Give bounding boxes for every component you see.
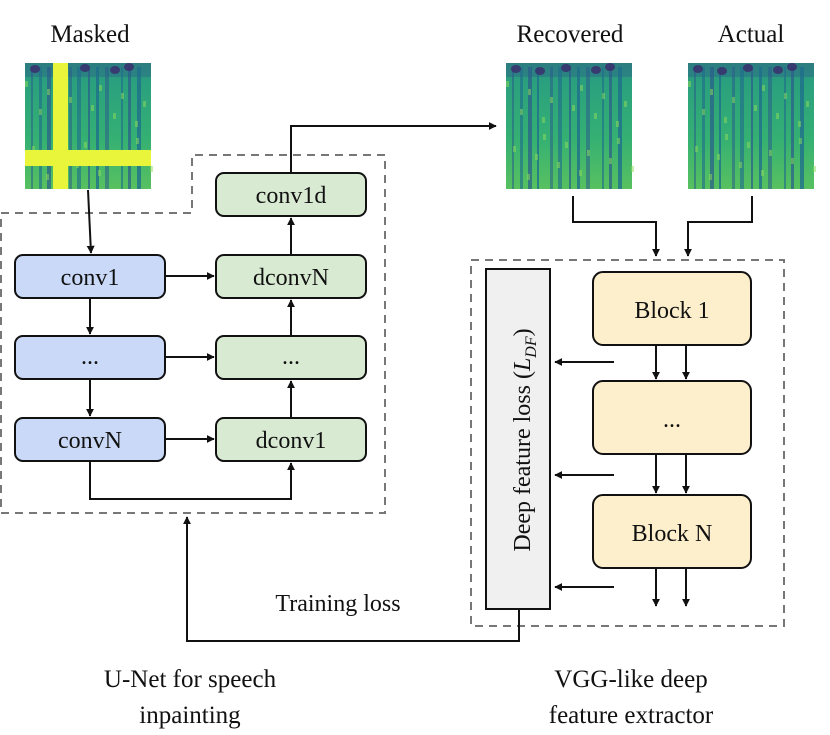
unet-caption-line1: U-Net for speech — [104, 666, 277, 693]
training-loss-label: Training loss — [275, 591, 400, 617]
unet-boundary — [0, 154, 386, 514]
actual-spectrogram — [688, 63, 816, 189]
output-block-conv1d: conv1d — [215, 172, 367, 217]
encoder-block-middle: ... — [14, 335, 166, 380]
vgg-arrows — [554, 345, 690, 607]
deep-feature-loss-box: Deep feature loss (LDF) — [485, 268, 551, 610]
decoder-label: ... — [282, 344, 300, 370]
recovered-label: Recovered — [517, 21, 624, 48]
encoder-label: ... — [81, 344, 99, 370]
decoder-label: dconvN — [253, 265, 329, 291]
masked-spectrogram — [25, 63, 153, 189]
training-loss-arrow — [183, 516, 520, 642]
decoder-block-dconvN: dconvN — [215, 254, 367, 299]
deep-feature-loss-label: Deep feature loss (LDF) — [510, 328, 540, 551]
output-label: conv1d — [256, 183, 327, 209]
unet-caption-line2: inpainting — [139, 702, 241, 729]
vgg-boundary — [470, 259, 785, 627]
vgg-block-label: ... — [663, 407, 681, 433]
encoder-block-convN: convN — [14, 417, 166, 462]
encoder-block-conv1: conv1 — [14, 254, 166, 299]
vgg-input-arrows — [572, 196, 753, 257]
encoder-label: convN — [58, 428, 122, 454]
vgg-block-1: Block 1 — [592, 271, 752, 346]
vgg-block-label: Block 1 — [634, 298, 709, 324]
masked-label: Masked — [50, 21, 130, 48]
recovered-spectrogram — [506, 63, 634, 189]
actual-label: Actual — [718, 21, 785, 48]
vgg-caption-line1: VGG-like deep — [554, 666, 707, 693]
decoder-block-middle: ... — [215, 335, 367, 380]
vgg-block-label: Block N — [632, 521, 713, 547]
vgg-block-middle: ... — [592, 380, 752, 455]
vgg-block-N: Block N — [592, 494, 752, 569]
unet-arrows — [86, 122, 497, 500]
encoder-label: conv1 — [61, 265, 120, 291]
decoder-label: dconv1 — [256, 428, 327, 454]
decoder-block-dconv1: dconv1 — [215, 417, 367, 462]
vgg-caption-line2: feature extractor — [549, 702, 714, 729]
